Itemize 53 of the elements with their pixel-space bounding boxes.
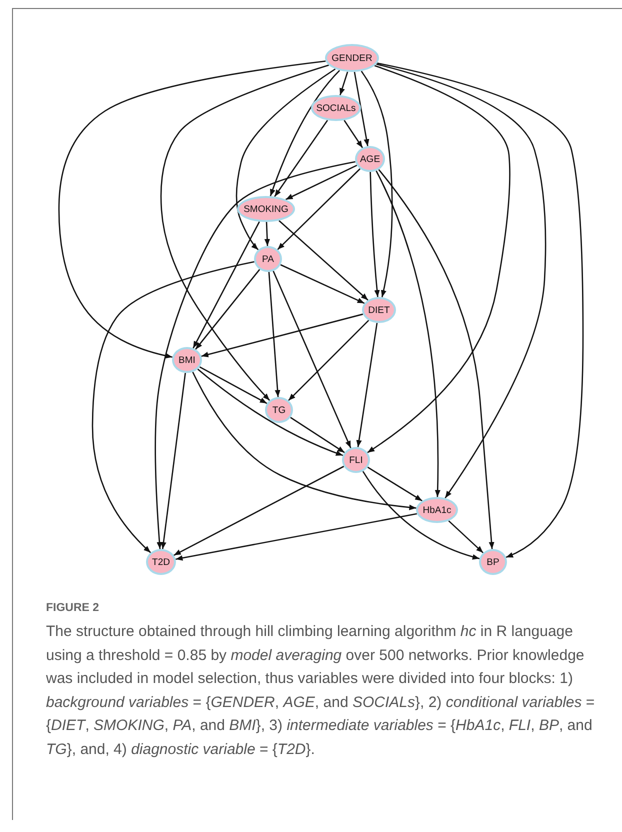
arrow [272, 270, 352, 448]
variable-ellipse: SMOKING [237, 196, 295, 222]
arrow [154, 161, 356, 550]
arrow [370, 172, 380, 298]
arrow [264, 222, 270, 246]
arrow [160, 64, 329, 401]
figure-caption: The structure obtained through hill climbing learning algorithm hc in R language using a threshold = 0.85 by model averaging over 500 networks. Prior knowledge was included in model selection, thus variables were divided into four blocks: 1) background variables = {GENDER, AGE, and SOCIALs}, 2) conditional variables = {DIET, SMOKING, PA, and BMI}, 3) intermediate variables = {HbA1c, FLI, BP, and TG}, and, 4) diagnostic variable = {T2D}. [46, 622, 596, 760]
figure-label: FIGURE 2 [46, 602, 100, 614]
arrow [360, 70, 393, 298]
arrow [236, 68, 336, 250]
arrow [344, 120, 364, 148]
arrow [270, 70, 340, 196]
arrow [58, 60, 326, 358]
variable-ellipse: BMI [172, 347, 202, 373]
arrow [362, 470, 480, 560]
arrow [192, 221, 260, 348]
arrow [339, 72, 348, 96]
arrow [176, 513, 418, 561]
arrow [199, 366, 268, 404]
arrow [286, 164, 358, 200]
arrow [377, 62, 584, 558]
arrow [280, 264, 365, 304]
arrow [197, 368, 344, 456]
variable-ellipse: AGE [355, 146, 385, 172]
arrow [367, 466, 422, 502]
arrow [92, 261, 254, 554]
variable-ellipse: PA [254, 246, 282, 272]
arrow [448, 520, 484, 554]
arrow [201, 314, 364, 358]
arrow [354, 72, 370, 146]
arrow [274, 120, 328, 197]
arrow [376, 63, 546, 498]
arrow [268, 272, 280, 398]
arrow [367, 65, 510, 454]
arrow [356, 322, 378, 448]
variable-ellipse: TG [265, 397, 293, 423]
arrow [278, 220, 368, 301]
arrow [277, 168, 361, 250]
variable-ellipse: GENDER [325, 44, 379, 72]
arrow [174, 466, 344, 556]
arrow [378, 169, 494, 550]
arrow [376, 170, 440, 498]
arrow [288, 320, 370, 401]
arrow [160, 372, 186, 550]
variable-ellipse: HbA1c [416, 497, 458, 523]
variable-ellipse: DIET [362, 297, 396, 323]
variable-ellipse: T2D [146, 549, 176, 575]
arrow [290, 416, 345, 454]
variable-ellipse: BP [479, 549, 507, 575]
variable-ellipse: SOCIALs [311, 95, 361, 121]
arrow [195, 269, 260, 350]
arrow [192, 372, 416, 510]
variable-ellipse: FLI [342, 447, 370, 473]
